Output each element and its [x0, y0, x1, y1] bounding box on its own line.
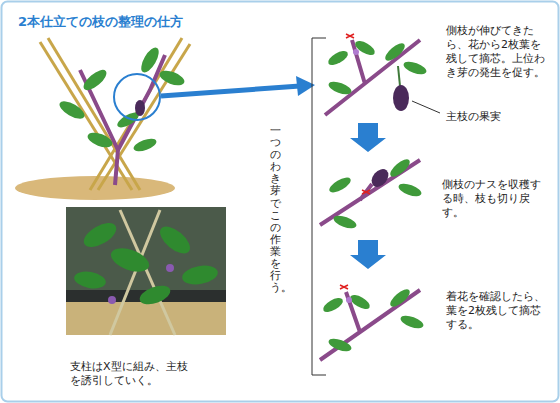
step-note: 着花を確認したら、葉を2枚残して摘芯する。: [446, 290, 548, 332]
step-note: 側枝のナスを収穫する時、枝も切り戻す。: [442, 178, 548, 220]
step-note: 側枝が伸びてきたら、花から2枚葉を残して摘芯。上位わき芽の発生を促す。: [446, 24, 548, 80]
vertical-note: 一つのわき芽でこの作業を行う。: [270, 125, 281, 294]
photo-caption: 支柱はX型に組み、主枝を誘引していく。: [70, 360, 192, 388]
fruit-label: 主枝の果実: [446, 110, 546, 124]
diagram-title: 2本仕立ての枝の整理の仕方: [18, 14, 183, 30]
